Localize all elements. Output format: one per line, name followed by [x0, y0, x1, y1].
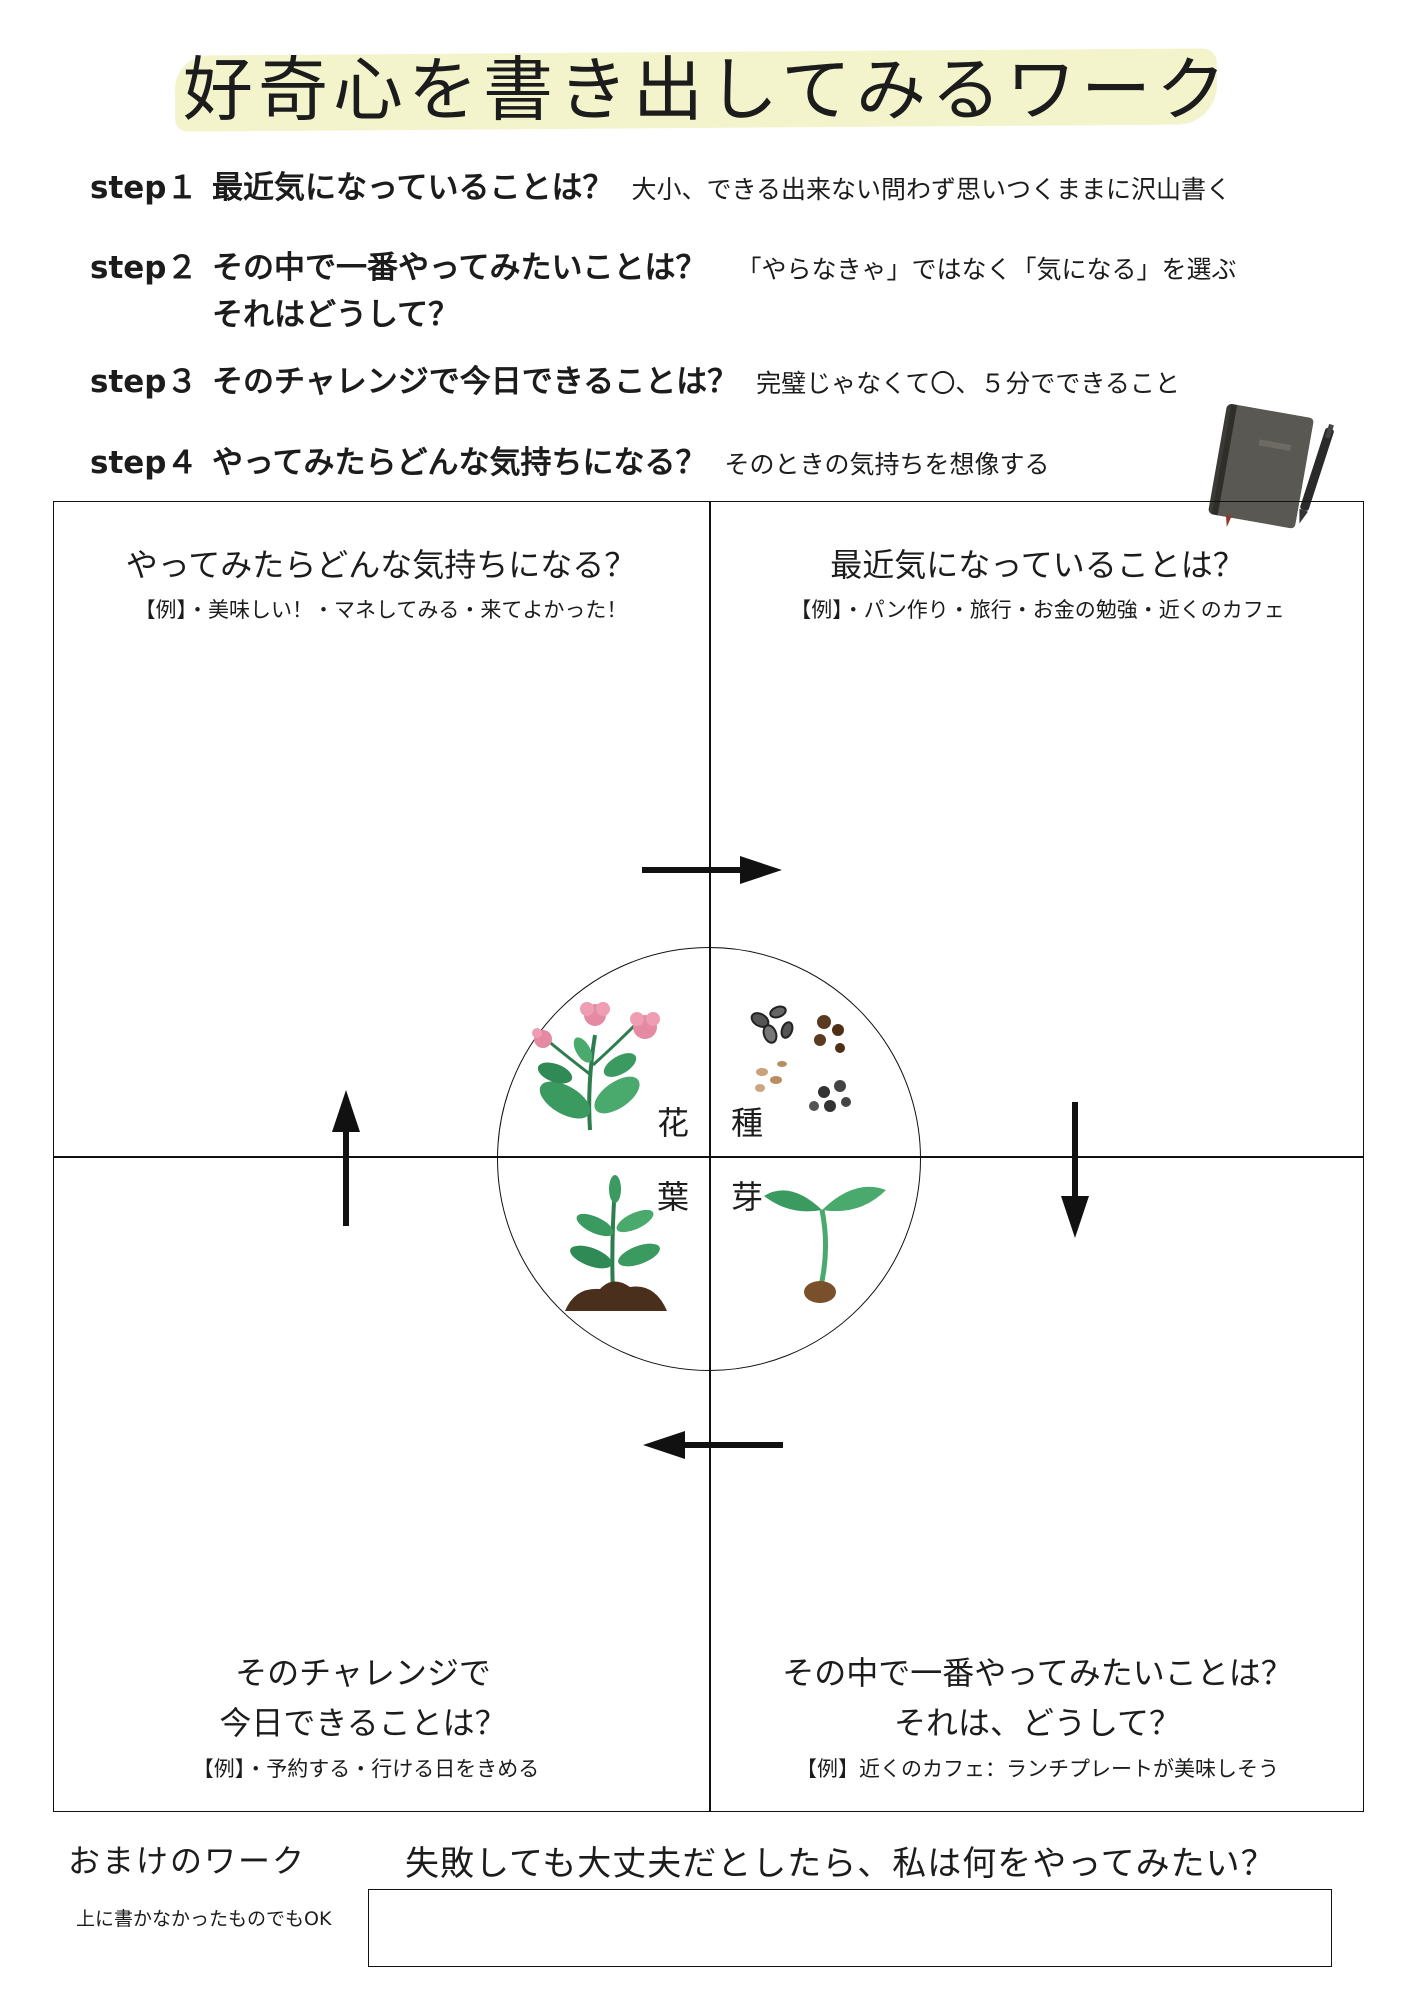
step-note: 完璧じゃなくて〇、５分でできること: [756, 369, 1180, 398]
quadrant-bottom-right-heading-1: その中で一番やってみたいことは？: [782, 1654, 1293, 1692]
quadrant-bottom-right-example: 【例】近くのカフェ：ランチプレートが美味しそう: [796, 1757, 1279, 1781]
quadrant-bottom-left-heading-2: 今日できることは？: [219, 1704, 507, 1742]
step-question: 最近気になっていることは？: [212, 170, 614, 206]
step-label: step１: [90, 170, 198, 206]
stage-label-sprout: 芽: [731, 1178, 764, 1216]
stage-label-leaf: 葉: [657, 1178, 690, 1216]
seeds-icon: [750, 1005, 851, 1112]
circle-vertical-divider: [709, 948, 711, 1370]
step-label: step２: [90, 250, 198, 286]
step-question: そのチャレンジで今日できることは？: [212, 364, 739, 400]
quadrant-bottom-left-example: 【例】・予約する・行ける日をきめる: [192, 1757, 540, 1781]
leaf-plant-icon: [565, 1175, 667, 1311]
step-note: 「やらなきゃ」ではなく「気になる」を選ぶ: [736, 255, 1237, 284]
quadrant-top-right-heading: 最近気になっていることは？: [830, 546, 1245, 584]
bonus-answer-box[interactable]: [368, 1889, 1332, 1967]
step-label: step４: [90, 445, 198, 481]
bonus-question: 失敗しても大丈夫だとしたら、私は何をやってみたい？: [405, 1844, 1276, 1884]
arrow-up-icon: [332, 1090, 360, 1226]
step-question: やってみたらどんな気持ちになる？: [212, 445, 707, 481]
quadrant-bottom-left-heading-1: そのチャレンジで: [235, 1654, 491, 1692]
page-title: 好奇心を書き出してみるワーク: [183, 49, 1231, 131]
sprout-icon: [764, 1186, 886, 1303]
stage-label-seed: 種: [731, 1104, 764, 1142]
quadrant-top-left-example: 【例】・美味しい！・マネしてみる・来てよかった！: [134, 598, 628, 622]
bonus-note: 上に書かなかったものでもOK: [76, 1908, 332, 1930]
quadrant-bottom-right-heading-2: それは、どうして？: [893, 1704, 1182, 1742]
step-2-continuation: それはどうして？: [212, 297, 460, 333]
arrow-left-icon: [643, 1431, 783, 1459]
notebook-pen-icon: [1208, 403, 1334, 529]
step-note: 大小、できる出来ない問わず思いつくままに沢山書く: [631, 175, 1231, 204]
step-2: step２ その中で一番やってみたいことは？ 「やらなきゃ」ではなく「気になる」を選…: [90, 242, 1236, 287]
step-note: そのときの気持ちを想像する: [724, 450, 1050, 479]
step-question: その中で一番やってみたいことは？: [212, 250, 707, 286]
arrow-right-icon: [642, 856, 782, 884]
step-label: step３: [90, 364, 198, 400]
step-4: step４ やってみたらどんな気持ちになる？ そのときの気持ちを想像する: [90, 437, 1049, 482]
bonus-label: おまけのワーク: [68, 1842, 307, 1880]
quadrant-top-right-example: 【例】・パン作り・旅行・お金の勉強・近くのカフェ: [790, 598, 1285, 622]
step-1: step１ 最近気になっていることは？ 大小、できる出来ない問わず思いつくままに沢山…: [90, 162, 1231, 207]
stage-label-flower: 花: [657, 1104, 690, 1142]
quadrant-top-left-heading: やってみたらどんな気持ちになる？: [125, 546, 637, 584]
step-3: step３ そのチャレンジで今日できることは？ 完璧じゃなくて〇、５分でできること: [90, 356, 1180, 401]
flower-icon: [532, 1002, 660, 1131]
arrow-down-icon: [1061, 1102, 1089, 1238]
circle-horizontal-divider: [498, 1156, 920, 1158]
